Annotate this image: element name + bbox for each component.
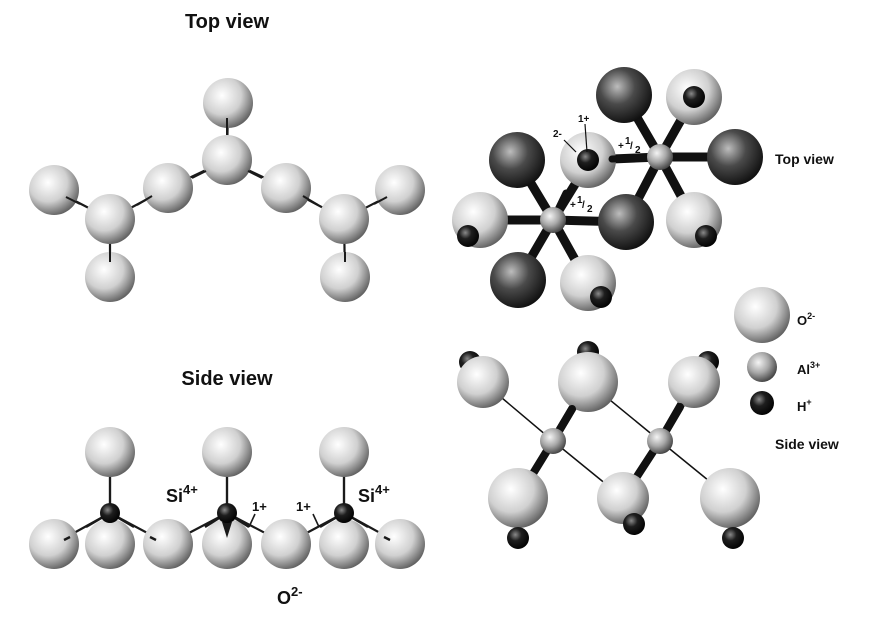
svg-text:/: / bbox=[630, 141, 633, 152]
oxygen-atom bbox=[668, 356, 720, 408]
proton-charge-label: 1+ bbox=[578, 114, 590, 125]
silicon-label-left: Si4+ bbox=[166, 482, 198, 506]
silicate-side-view: Side view bbox=[29, 368, 425, 608]
oxygen-atom bbox=[85, 252, 135, 302]
gibbsite-top-title: Top view bbox=[775, 151, 834, 167]
bond-charge-right: 1+ bbox=[296, 499, 311, 514]
oxygen-atom bbox=[375, 519, 425, 569]
legend-hydrogen-label: H+ bbox=[797, 397, 812, 414]
oxygen-atom bbox=[457, 356, 509, 408]
oxygen-atom bbox=[202, 519, 252, 569]
oxygen-atom bbox=[85, 194, 135, 244]
oxygen-atom bbox=[261, 519, 311, 569]
svg-text:1: 1 bbox=[625, 136, 631, 147]
oxygen-atom bbox=[597, 472, 649, 524]
svg-text:/: / bbox=[582, 200, 585, 211]
oxygen-atom bbox=[202, 427, 252, 477]
silicon-atom bbox=[334, 503, 354, 523]
oxygen-atom bbox=[375, 165, 425, 215]
oxygen-atom bbox=[85, 519, 135, 569]
silicate-top-title: Top view bbox=[185, 11, 270, 33]
gibbsite-side-view: Side view bbox=[457, 341, 839, 549]
svg-text:2: 2 bbox=[635, 145, 641, 156]
silicate-side-title: Side view bbox=[181, 368, 273, 390]
svg-text:2: 2 bbox=[587, 204, 593, 215]
oxygen-atom bbox=[143, 519, 193, 569]
silicate-top-oxygens bbox=[29, 78, 425, 302]
oxygen-charge-label: 2- bbox=[553, 129, 562, 140]
oxygen-atom bbox=[596, 67, 652, 123]
proton-atom bbox=[683, 86, 705, 108]
silicate-side-basal-oxygens bbox=[29, 519, 425, 569]
proton-atom bbox=[722, 527, 744, 549]
legend: O2- Al3+ H+ bbox=[734, 287, 820, 415]
oxygen-atom bbox=[203, 78, 253, 128]
charge-pointers bbox=[248, 513, 320, 528]
gibbsite-side-title: Side view bbox=[775, 436, 839, 452]
silicate-top-view: Top view bbox=[29, 11, 425, 302]
legend-oxygen-label: O2- bbox=[797, 311, 815, 328]
svg-text:1: 1 bbox=[577, 195, 583, 206]
proton-atom bbox=[457, 225, 479, 247]
silicate-top-bond-tips bbox=[65, 118, 388, 262]
proton-atom bbox=[695, 225, 717, 247]
silicate-side-silicons bbox=[100, 503, 354, 523]
proton-atom bbox=[577, 149, 599, 171]
legend-aluminum-label: Al3+ bbox=[797, 360, 820, 377]
bond-charge-left: 1+ bbox=[252, 499, 267, 514]
oxygen-atom bbox=[319, 427, 369, 477]
silicon-atom bbox=[100, 503, 120, 523]
oxygen-atom bbox=[202, 135, 252, 185]
legend-aluminum-swatch bbox=[747, 352, 777, 382]
oxygen-atom bbox=[489, 132, 545, 188]
oxygen-atom bbox=[490, 252, 546, 308]
half-charge-label-upper: + 1 / 2 bbox=[618, 136, 641, 156]
silicon-bond-wedge bbox=[222, 522, 232, 538]
oxygen-label: O2- bbox=[277, 584, 303, 608]
oxygen-atom bbox=[319, 519, 369, 569]
oxygen-atom bbox=[700, 468, 760, 528]
gibbsite-charge-pointers bbox=[563, 123, 588, 153]
silicon-atom bbox=[217, 503, 237, 523]
oxygen-atom bbox=[598, 194, 654, 250]
oxygen-atom bbox=[29, 519, 79, 569]
half-charge-label-lower: + 1 / 2 bbox=[570, 195, 593, 215]
legend-hydrogen-swatch bbox=[750, 391, 774, 415]
silicate-side-apical-stems bbox=[108, 477, 346, 508]
oxygen-atom bbox=[320, 252, 370, 302]
legend-oxygen-swatch bbox=[734, 287, 790, 343]
oxygen-atom bbox=[707, 129, 763, 185]
proton-atom bbox=[507, 527, 529, 549]
oxygen-atom bbox=[319, 194, 369, 244]
svg-text:+: + bbox=[570, 200, 576, 211]
oxygen-atom bbox=[488, 468, 548, 528]
silicate-side-apical-oxygens bbox=[85, 427, 369, 477]
aluminum-atom bbox=[540, 207, 566, 233]
oxygen-atom bbox=[143, 163, 193, 213]
oxygen-atom bbox=[261, 163, 311, 213]
oxygen-atom bbox=[85, 427, 135, 477]
oxygen-atom bbox=[29, 165, 79, 215]
gibbsite-top-view: Top view bbox=[452, 67, 834, 311]
svg-text:+: + bbox=[618, 141, 624, 152]
aluminum-atom bbox=[647, 428, 673, 454]
oxygen-atom bbox=[558, 352, 618, 412]
aluminum-atom bbox=[647, 144, 673, 170]
proton-atom bbox=[590, 286, 612, 308]
silicon-label-right: Si4+ bbox=[358, 482, 390, 506]
aluminum-atom bbox=[540, 428, 566, 454]
proton-atom bbox=[623, 513, 645, 535]
